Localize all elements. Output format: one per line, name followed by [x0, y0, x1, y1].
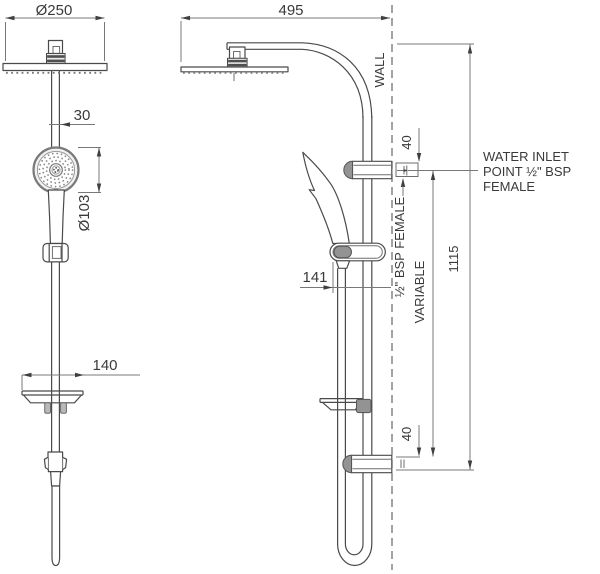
water-inlet-note-line3: FEMALE — [483, 179, 535, 194]
arrow-right-icon — [95, 15, 105, 21]
side-hose — [337, 268, 346, 544]
arrow-down-icon — [467, 460, 473, 470]
head-fitting-upper-side — [228, 46, 246, 60]
spray-dots-outer — [38, 152, 74, 188]
hose-connector-front — [43, 451, 68, 567]
arrow-down-icon — [416, 153, 422, 162]
rain-shower-head-front — [2, 39, 108, 74]
bottom-fitting-ticks — [400, 459, 405, 468]
top-wall-bracket — [343, 160, 393, 180]
head-plate-side — [180, 66, 289, 73]
head-diameter-label: Ø250 — [36, 2, 73, 19]
rain-shower-head-side — [180, 46, 289, 81]
dim-overall-height: 1115 — [446, 44, 473, 470]
overall-height-label: 1115 — [446, 246, 461, 273]
arrow-up-icon — [400, 178, 406, 187]
head-plate-front — [2, 62, 108, 72]
inlet-arrow-icon — [403, 169, 408, 172]
dim-holder-offset: 141 — [300, 262, 391, 293]
inlet-height-label: 40 — [399, 135, 414, 149]
bottom-height-label: 40 — [399, 427, 414, 441]
arrow-left-icon — [22, 372, 32, 378]
water-inlet-note-line2: POINT ½" BSP — [483, 164, 571, 179]
hand-shower-front — [32, 146, 80, 195]
shower-holder-front — [42, 242, 69, 263]
soap-dish-width-label: 140 — [92, 357, 117, 374]
water-inlet-note-line1: WATER INLET — [483, 149, 569, 164]
arrow-down-icon — [416, 447, 422, 457]
water-inlet-note: WATER INLET POINT ½" BSP FEMALE — [483, 149, 571, 194]
arrow-up-icon — [467, 44, 473, 54]
dim-head-diameter: Ø250 — [5, 2, 105, 61]
shower-arm — [226, 42, 373, 119]
dim-pipe-offset: 30 — [49, 107, 95, 127]
pipe-offset-label: 30 — [74, 107, 91, 124]
arrow-right-icon — [75, 372, 84, 378]
wall-label: WALL — [372, 53, 387, 88]
dim-reach: 495 — [180, 2, 390, 62]
dish-clip-left — [44, 402, 52, 414]
hose-cone-front — [49, 471, 62, 487]
shower-holder-side — [329, 242, 386, 262]
side-rail — [362, 116, 373, 544]
dim-variable: VARIABLE — [412, 171, 436, 457]
spray-dots-inner — [45, 159, 67, 181]
spray-dots-mid — [42, 156, 70, 184]
holder-offset-label: 141 — [302, 269, 327, 286]
bottom-bracket-cap — [342, 454, 352, 474]
variable-label: VARIABLE — [412, 260, 427, 323]
arrow-left-icon — [61, 122, 70, 127]
arrow-right-icon — [381, 15, 390, 21]
arrow-up-icon — [96, 147, 102, 157]
reach-label: 495 — [278, 2, 303, 19]
front-view: Ø250 30 Ø103 — [2, 2, 140, 567]
water-inlet-fitting — [395, 162, 419, 177]
arrow-left-icon — [5, 15, 15, 21]
inlet-thread-callout: ½" BSP FEMALE — [392, 178, 407, 297]
hand-shower-side — [302, 151, 350, 245]
arrow-down-icon — [96, 183, 102, 193]
top-bracket-cap — [343, 160, 353, 180]
side-view: 495 WALL — [180, 2, 571, 570]
handshower-diameter-label: Ø103 — [76, 195, 93, 232]
inlet-thread-label: ½" BSP FEMALE — [392, 196, 407, 297]
hose-end-front — [51, 485, 61, 567]
dish-rail-clip — [356, 398, 372, 414]
holder-clamp — [333, 245, 352, 259]
hand-shower-handle-end — [335, 260, 351, 269]
dim-bottom-height: 40 — [399, 425, 422, 457]
dim-handshower-diameter: Ø103 — [76, 147, 102, 232]
hand-shower-handle-front — [47, 189, 65, 245]
arrow-up-icon — [430, 171, 436, 180]
soap-dish-front — [21, 390, 84, 414]
bottom-wall-bracket — [342, 454, 393, 474]
bottom-u-bend — [337, 543, 373, 567]
dim-inlet-height: 40 — [399, 128, 422, 162]
dish-clip-right — [60, 402, 67, 414]
arrow-right-icon — [323, 285, 333, 290]
soap-dish-side — [319, 398, 372, 414]
arrow-left-icon — [181, 15, 190, 21]
arrow-down-icon — [430, 447, 436, 457]
dim-soap-dish-width: 140 — [21, 357, 140, 390]
